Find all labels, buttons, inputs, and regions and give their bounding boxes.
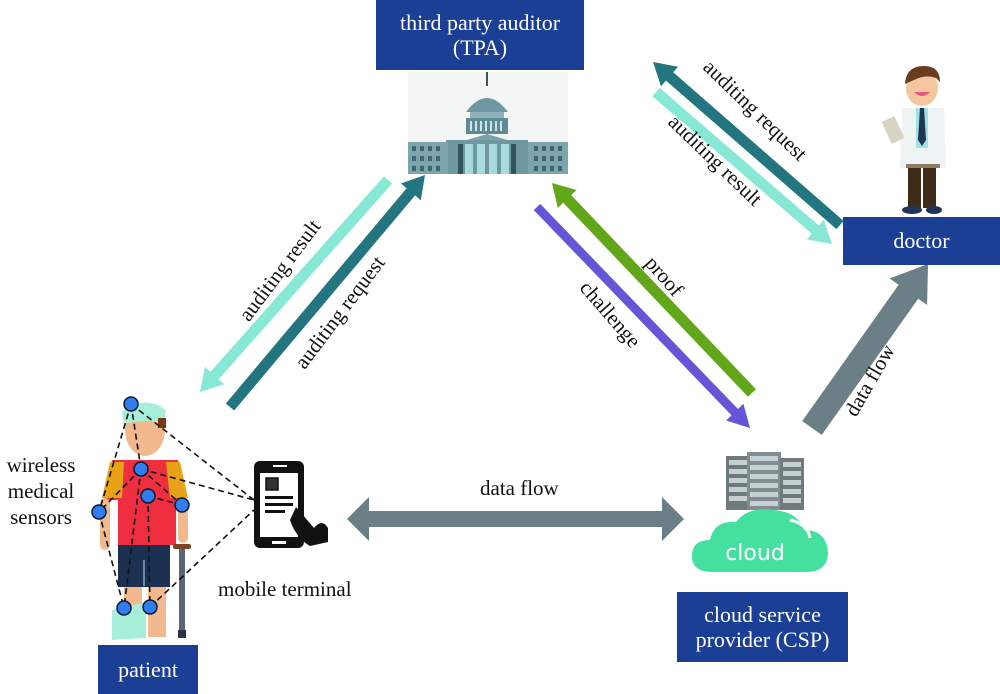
tpa-label-line2: (TPA) xyxy=(452,35,508,60)
arrow-proof-to-tpa xyxy=(552,183,756,397)
cloud-icon-text: cloud xyxy=(725,541,785,566)
sensor-node-left-arm xyxy=(174,497,190,513)
server-rack-icon xyxy=(726,452,804,510)
arrow-auditing-request-to-tpa xyxy=(225,175,425,411)
sensor-node-right-arm xyxy=(91,504,107,520)
arrow-challenge-to-csp xyxy=(533,203,750,428)
tpa-label-line1: third party auditor xyxy=(399,9,561,35)
cloud-icon: cloud xyxy=(692,509,828,572)
arrow-data-flow-mobile-csp xyxy=(347,497,684,541)
tpa-box: third party auditor (TPA) xyxy=(376,0,584,70)
capitol-building-icon xyxy=(408,72,568,174)
arrow-auditing-result-to-doctor xyxy=(652,87,832,244)
sensors-label-line2: medical xyxy=(7,479,75,503)
sensor-node-left-leg xyxy=(142,599,158,615)
mobile-terminal-icon xyxy=(254,461,328,548)
doctor-box: doctor xyxy=(843,217,1000,265)
sensor-node-head xyxy=(123,396,139,412)
sensors-label-line1: wireless xyxy=(6,453,76,477)
sensors-label: wireless medical sensors xyxy=(2,452,80,530)
arrow-data-flow-to-doctor xyxy=(802,264,928,435)
doctor-figure-icon xyxy=(881,66,946,214)
arrow-auditing-request-to-tpa-from-doctor xyxy=(653,62,844,230)
sensors-label-line3: sensors xyxy=(10,505,72,529)
sensor-node-chest xyxy=(133,461,149,477)
csp-label-line1: cloud service xyxy=(704,601,821,627)
patient-box: patient xyxy=(98,645,198,694)
patient-label: patient xyxy=(118,656,178,682)
edge-label-mobile-csp-flow: data flow xyxy=(480,476,559,500)
arrow-auditing-result-to-patient xyxy=(200,176,393,392)
mobile-terminal-label: mobile terminal xyxy=(218,577,352,601)
csp-label-line2: provider (CSP) xyxy=(695,627,830,652)
sensor-node-right-leg xyxy=(116,600,132,616)
sensor-node-abdomen xyxy=(140,488,156,504)
doctor-label: doctor xyxy=(893,228,950,254)
csp-box: cloud service provider (CSP) xyxy=(677,592,848,662)
